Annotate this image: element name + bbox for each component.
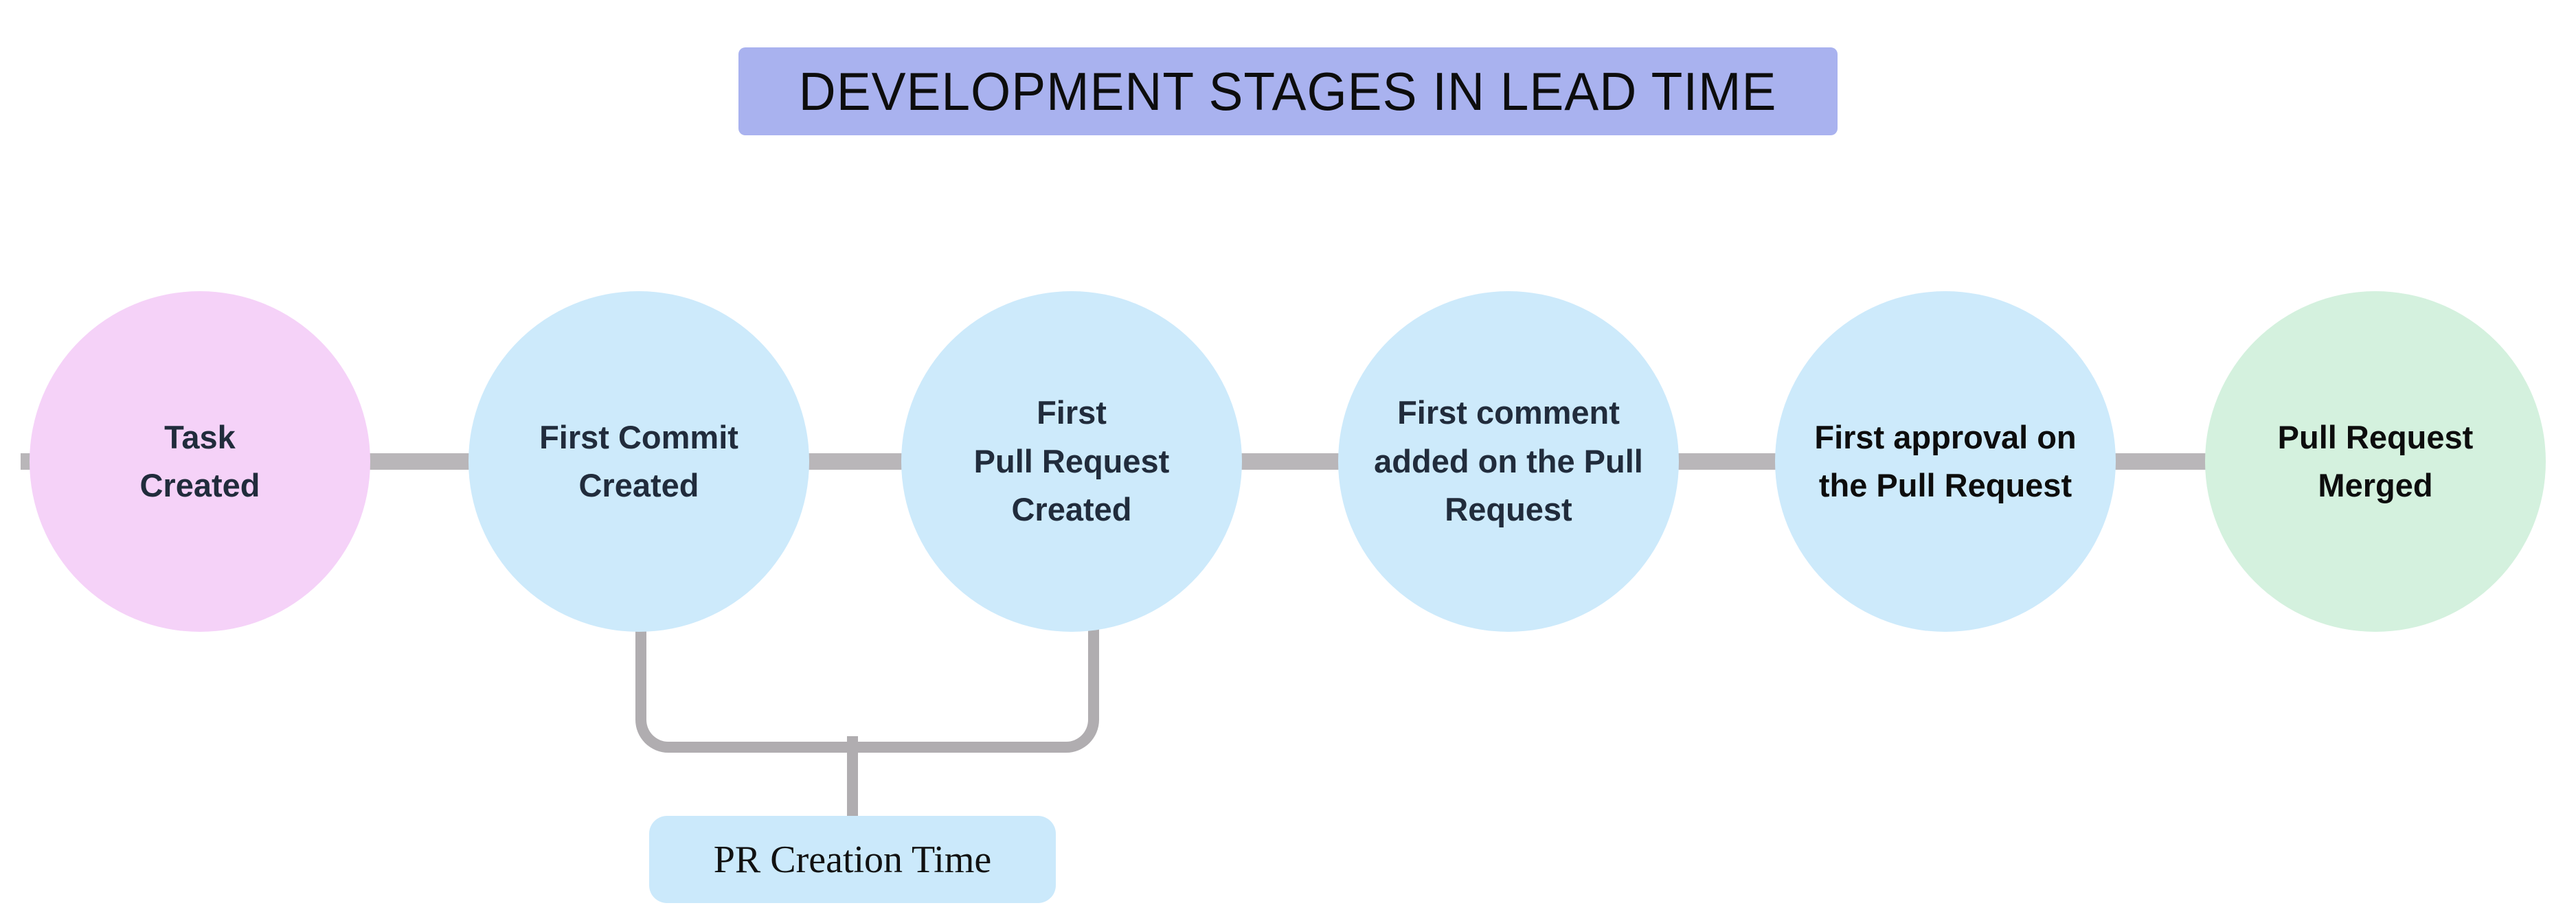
pr-creation-bracket-stem [847,736,858,819]
stage-label-line: Created [578,467,699,503]
title-box: DEVELOPMENT STAGES IN LEAD TIME [738,47,1838,135]
stage-label-line: First approval on [1814,418,2077,455]
stage-label-line: the Pull Request [1818,467,2072,503]
stage-node-first-approval: First approval on the Pull Request [1775,291,2116,632]
stage-label-line: First [1037,394,1107,431]
pr-creation-time-box: PR Creation Time [649,816,1056,903]
stage-label-line: First comment [1397,394,1620,431]
pr-creation-bracket [635,591,1099,753]
stage-label-line: First Commit [539,418,738,455]
pr-creation-time-label: PR Creation Time [713,838,992,881]
stage-label-line: Pull Request [973,442,1170,479]
stage-label-line: Created [1011,491,1132,528]
stage-label-line: Pull Request [2277,418,2474,455]
stage-label-line: Task [164,418,236,455]
stage-label-line: Created [139,467,260,503]
page-title: DEVELOPMENT STAGES IN LEAD TIME [799,61,1777,122]
stage-label-line: added on the Pull [1374,442,1643,479]
stage-label: First approval on the Pull Request [1814,413,2076,510]
stage-label-line: Request [1445,491,1572,528]
stage-label-line: Merged [2318,467,2433,503]
